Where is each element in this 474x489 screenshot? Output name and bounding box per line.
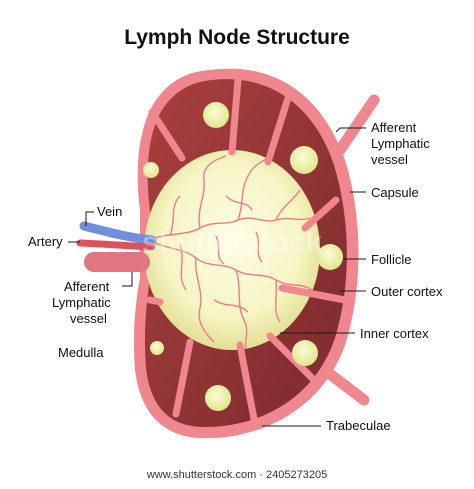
svg-text:vessel: vessel [70,311,107,326]
svg-text:Artery: Artery [28,234,63,249]
label-afferent-right: Afferent Lymphatic vessel [335,120,430,167]
page-title: Lymph Node Structure [124,26,350,49]
svg-text:Follicle: Follicle [371,252,411,267]
trabecula [278,284,349,304]
svg-text:Medulla: Medulla [58,345,104,360]
label-medulla: Medulla [58,345,104,360]
follicle [290,146,318,174]
trabecula [264,94,292,166]
trabecula [266,332,322,388]
follicle [317,244,343,270]
svg-text:vessel: vessel [371,152,408,167]
follicle [143,162,159,178]
svg-text:Lymphatic: Lymphatic [52,295,111,310]
trabecula [146,296,164,306]
trabecula [301,196,340,232]
label-afferent-left: Afferent Lymphatic vessel [52,272,133,326]
label-follicle: Follicle [343,252,411,267]
vessel-network [147,155,313,349]
label-outer-cortex: Outer cortex [340,284,443,299]
svg-text:Trabeculae: Trabeculae [326,418,391,433]
label-inner-cortex: Inner cortex [280,326,429,341]
footer-credit: www.shutterstock.com · 2405273205 [146,469,327,481]
efferent-vessel [84,252,150,272]
vein-vessel [79,221,157,245]
follicle [203,102,229,128]
follicles-group [143,102,343,411]
follicle [205,385,231,411]
label-vein: Vein [85,204,122,226]
trabecula [172,338,194,418]
afferent-vessel-top-right [334,94,380,156]
svg-text:Inner cortex: Inner cortex [360,326,429,341]
artery-vessel [76,239,156,251]
svg-text:Outer cortex: Outer cortex [371,284,443,299]
svg-text:Afferent: Afferent [64,279,110,294]
trabecula [236,341,259,428]
follicle [292,340,318,366]
afferent-vessel-bottom-right [324,368,370,406]
label-trabeculae: Trabeculae [262,418,391,433]
svg-text:Vein: Vein [97,204,122,219]
label-capsule: Capsule [350,185,419,200]
follicle [150,341,164,355]
trabeculae-group [146,76,349,428]
watermark: shutterstock [142,226,322,259]
trabecula [148,108,186,162]
svg-text:Afferent: Afferent [371,120,417,135]
trabecula [228,76,242,156]
svg-text:Lymphatic: Lymphatic [371,136,430,151]
label-artery: Artery [28,234,80,249]
svg-text:Capsule: Capsule [371,185,419,200]
